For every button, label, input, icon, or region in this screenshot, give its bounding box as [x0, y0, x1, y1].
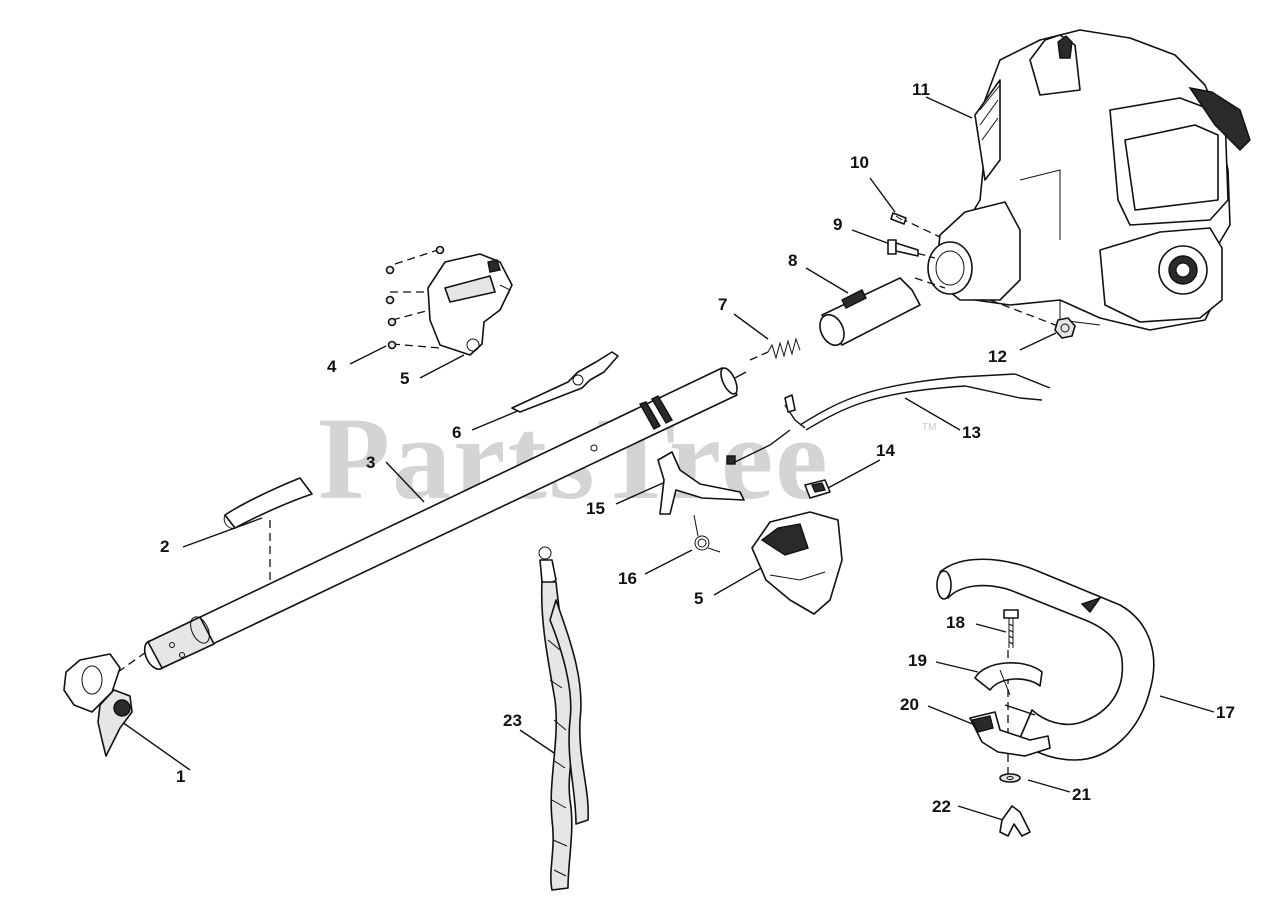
watermark-tm: TM — [922, 422, 936, 433]
callout-15: 15 — [586, 499, 605, 518]
part-10-screw[interactable] — [890, 212, 907, 225]
callout-23: 23 — [503, 711, 522, 730]
callout-1: 1 — [176, 767, 185, 786]
callout-17: 17 — [1216, 703, 1235, 722]
callout-2: 2 — [160, 537, 169, 556]
callout-22: 22 — [932, 797, 951, 816]
callout-14: 14 — [876, 441, 895, 460]
callout-21: 21 — [1072, 785, 1091, 804]
part-15-trigger[interactable] — [657, 451, 745, 515]
part-19-clamp[interactable] — [974, 662, 1043, 696]
callout-12: 12 — [988, 347, 1007, 366]
part-1-coupler-knob[interactable] — [63, 653, 133, 757]
callout-labels: 1 2 3 4 5 5 6 7 8 9 10 11 12 13 14 15 16… — [160, 80, 1235, 816]
part-12-nut[interactable] — [1054, 317, 1076, 339]
callout-6: 6 — [452, 423, 461, 442]
callout-20: 20 — [900, 695, 919, 714]
callout-3: 3 — [366, 453, 375, 472]
part-9-bolt[interactable] — [887, 239, 919, 257]
callout-11: 11 — [912, 80, 930, 99]
part-22-wing-nut[interactable] — [999, 805, 1031, 837]
part-6-lever[interactable] — [511, 351, 619, 413]
part-18-bolt[interactable] — [1003, 609, 1019, 648]
part-3-shaft[interactable] — [141, 366, 747, 673]
part-16-spring[interactable] — [693, 514, 721, 553]
part-5-handle-housing[interactable] — [751, 511, 843, 615]
callout-16: 16 — [618, 569, 637, 588]
part-20-clamp[interactable] — [969, 711, 1051, 757]
part-5-bracket[interactable] — [427, 253, 513, 356]
part-4-screws[interactable] — [385, 245, 445, 350]
callout-9: 9 — [833, 215, 842, 234]
callout-8: 8 — [788, 251, 797, 270]
part-engine[interactable] — [927, 29, 1251, 331]
callout-5-housing: 5 — [694, 589, 703, 608]
part-21-washer[interactable] — [999, 773, 1021, 783]
part-17-j-handle[interactable] — [936, 558, 1155, 761]
part-2-sleeve[interactable] — [223, 477, 313, 529]
callout-5-bracket: 5 — [400, 369, 409, 388]
part-14-switch[interactable] — [804, 479, 831, 499]
part-8-coupler[interactable] — [815, 277, 921, 349]
callout-7: 7 — [718, 295, 727, 314]
part-13-cable[interactable] — [726, 373, 1051, 465]
callout-19: 19 — [908, 651, 927, 670]
part-7-spring[interactable] — [767, 337, 801, 360]
callout-10: 10 — [850, 153, 869, 172]
callout-13: 13 — [962, 423, 981, 442]
part-23-strap[interactable] — [538, 546, 590, 891]
callout-18: 18 — [946, 613, 965, 632]
callout-4: 4 — [327, 357, 337, 376]
